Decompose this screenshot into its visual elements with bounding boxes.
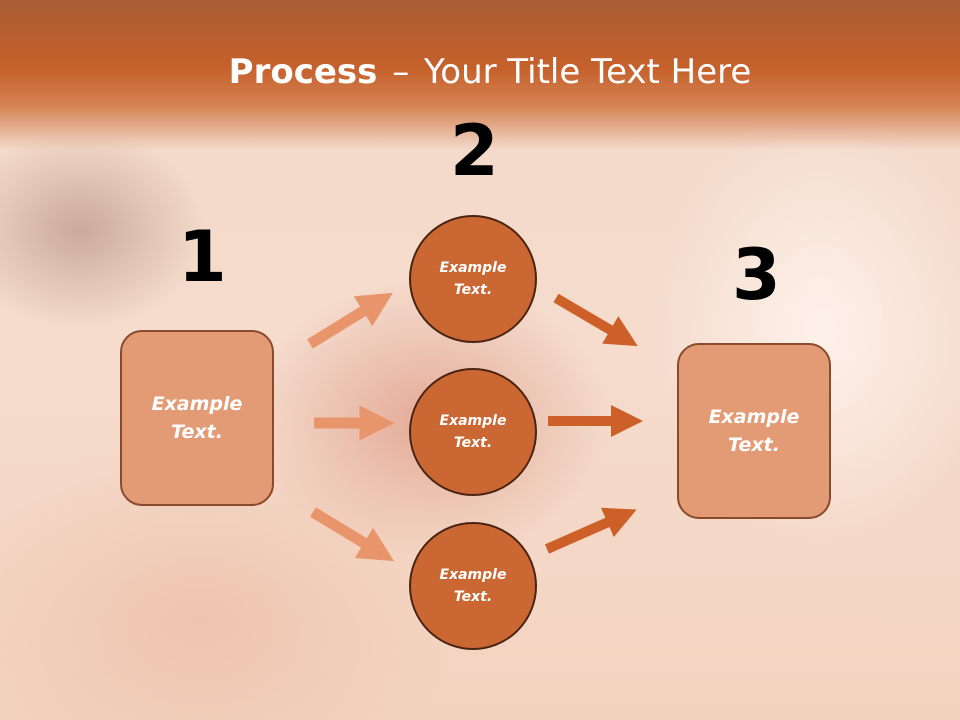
step-number-1: 1 xyxy=(178,216,227,298)
arrow-left-to-bottom xyxy=(310,507,395,562)
title-dash: – xyxy=(392,52,410,92)
circle-bottom: Example Text. xyxy=(409,522,537,650)
right-box: Example Text. xyxy=(677,343,831,519)
title-band xyxy=(0,0,960,150)
slide-title: Process – Your Title Text Here xyxy=(0,52,960,92)
step-number-2: 2 xyxy=(450,110,499,192)
arrow-bottom-to-right xyxy=(544,507,637,554)
arrow-top-to-right xyxy=(553,293,638,347)
arrow-left-to-top xyxy=(307,292,393,349)
step-number-3: 3 xyxy=(732,234,781,316)
circle-middle: Example Text. xyxy=(409,368,537,496)
left-box-label: Example Text. xyxy=(151,392,243,444)
right-box-label: Example Text. xyxy=(708,405,800,457)
circle-top-label: Example Text. xyxy=(439,259,507,298)
circle-middle-label: Example Text. xyxy=(439,412,507,451)
title-rest: Your Title Text Here xyxy=(424,52,752,92)
circle-bottom-label: Example Text. xyxy=(439,566,507,605)
circle-top: Example Text. xyxy=(409,215,537,343)
left-box: Example Text. xyxy=(120,330,274,506)
title-bold: Process xyxy=(228,52,378,92)
